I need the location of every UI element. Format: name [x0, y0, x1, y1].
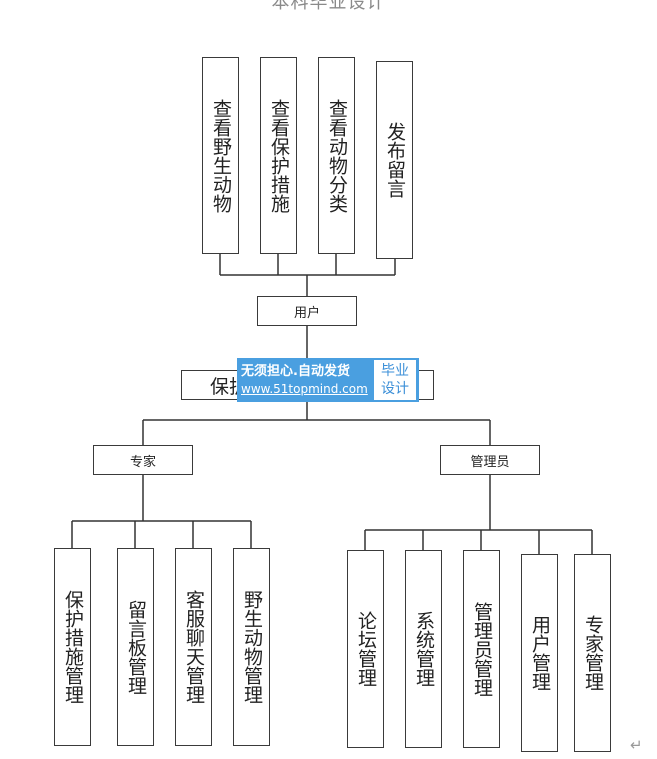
- node-protection-measures-mgmt: 保护措施管理: [54, 548, 91, 746]
- node-admin-mgmt: 管理员管理: [463, 550, 500, 748]
- node-wildlife-mgmt: 野生动物管理: [233, 548, 270, 746]
- node-expert-mgmt: 专家管理: [574, 554, 611, 752]
- paragraph-return-icon: ↵: [630, 736, 643, 754]
- watermark-line1: 无须担心.自动发货: [241, 364, 350, 379]
- node-expert: 专家: [93, 445, 193, 475]
- node-label: 查看动物分类: [326, 98, 348, 213]
- node-label: 保护措施管理: [62, 590, 84, 704]
- node-view-wildlife: 查看野生动物: [202, 57, 239, 254]
- node-label: 发布留言: [384, 122, 406, 198]
- document-title: 本科毕业设计: [271, 0, 386, 13]
- node-label: 专家: [129, 454, 156, 470]
- node-label: 查看保护措施: [268, 98, 290, 213]
- node-label: 野生动物管理: [241, 590, 263, 704]
- watermark-banner: 无须担心.自动发货 www.51topmind.com 毕业 设计: [237, 358, 419, 402]
- node-forum-mgmt: 论坛管理: [347, 550, 384, 748]
- node-label: 专家管理: [582, 615, 604, 691]
- node-label: 客服聊天管理: [183, 590, 205, 704]
- node-label: 管理员管理: [471, 601, 493, 697]
- node-user: 用户: [257, 296, 357, 326]
- node-label: 论坛管理: [355, 611, 377, 687]
- node-label: 系统管理: [413, 611, 435, 687]
- node-admin: 管理员: [440, 445, 540, 475]
- node-post-message: 发布留言: [376, 61, 413, 259]
- watermark-badge: 毕业 设计: [374, 360, 416, 400]
- watermark-url: www.51topmind.com: [241, 382, 368, 396]
- node-view-protection-measures: 查看保护措施: [260, 57, 297, 254]
- node-label: 留言板管理: [125, 599, 147, 695]
- node-label: 用户: [293, 305, 320, 321]
- node-label: 查看野生动物: [210, 98, 232, 213]
- node-label: 用户管理: [529, 615, 551, 691]
- watermark-badge-line1: 毕业: [381, 363, 409, 379]
- node-system-mgmt: 系统管理: [405, 550, 442, 748]
- node-view-animal-categories: 查看动物分类: [318, 57, 355, 254]
- watermark-badge-line2: 设计: [381, 381, 409, 397]
- node-customer-chat-mgmt: 客服聊天管理: [175, 548, 212, 746]
- node-user-mgmt: 用户管理: [521, 554, 558, 752]
- node-message-board-mgmt: 留言板管理: [117, 548, 154, 746]
- node-label: 管理员: [470, 454, 510, 470]
